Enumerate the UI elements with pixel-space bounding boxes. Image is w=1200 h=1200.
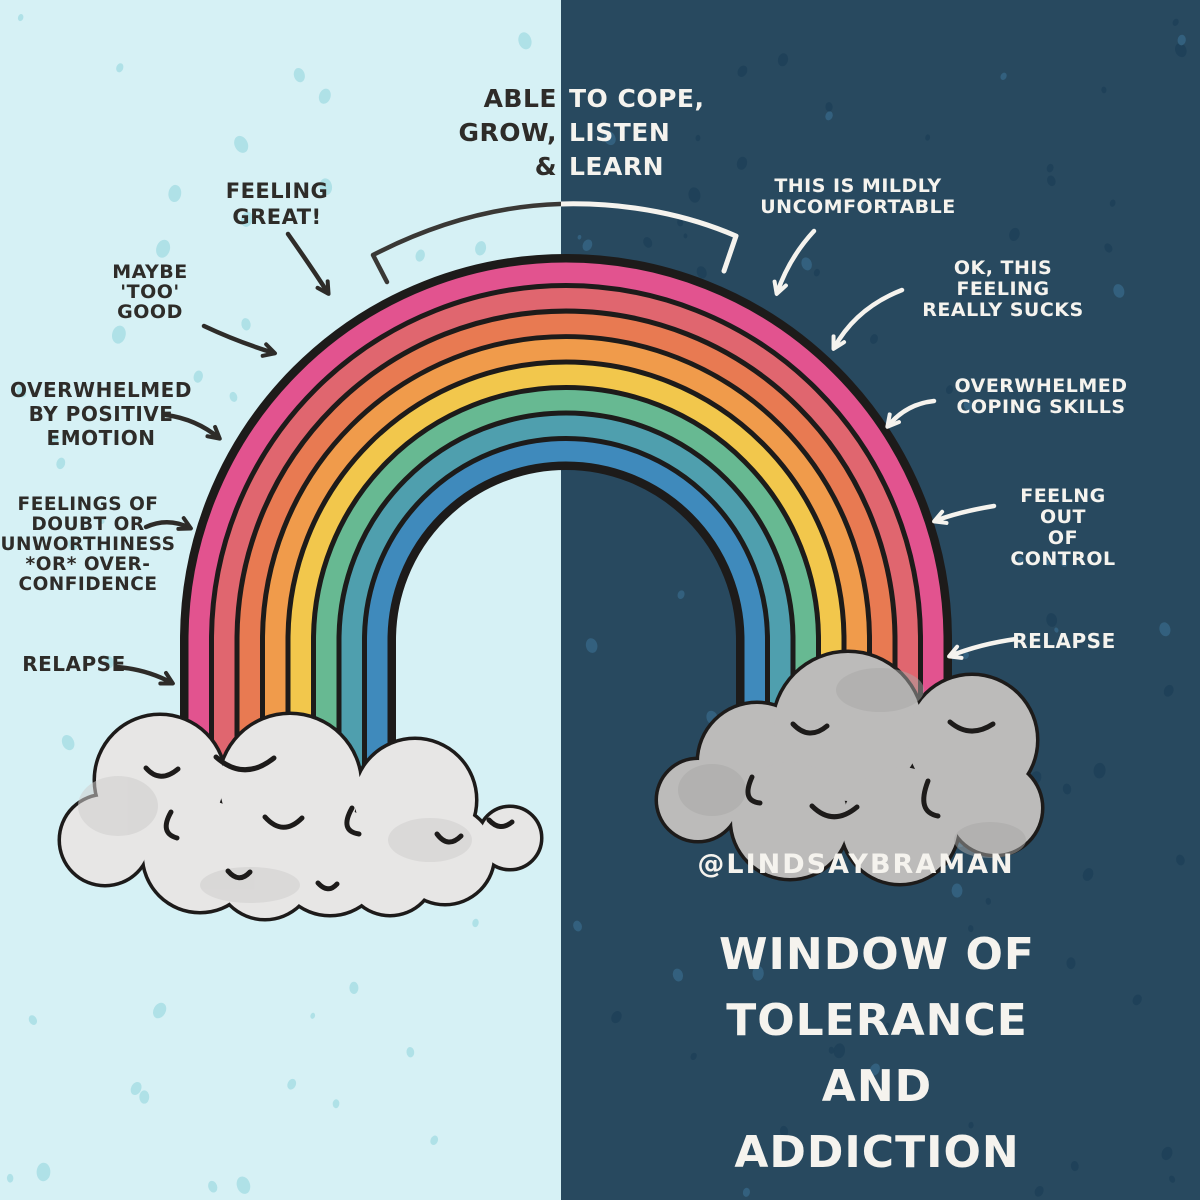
- label-maybe-too-good: MAYBE 'TOO' GOOD: [112, 261, 188, 323]
- rainbow-arch: [180, 254, 952, 775]
- label-able-to-cope-right-part: TO COPE, LISTEN LEARN: [569, 84, 705, 181]
- cloud-right-sleeping-face: [745, 719, 996, 820]
- cloud-left-sleeping-face: [143, 754, 515, 892]
- arrow-really-sucks: [831, 287, 905, 351]
- label-relapse-left: RELAPSE: [22, 652, 126, 676]
- label-feeling-great: FEELING GREAT!: [225, 179, 329, 229]
- label-relapse-right: RELAPSE: [1012, 629, 1116, 653]
- arrow-relapse-left: [113, 664, 175, 686]
- left-annotation-arrows: [113, 231, 331, 686]
- page-title: WINDOW OF TOLERANCE AND ADDICTION: [719, 929, 1035, 1178]
- arrow-overwhelmed-positive: [163, 412, 222, 441]
- label-able-to-cope-left-part: ABLE GROW, &: [458, 84, 557, 181]
- label-feeling-out-of-control: FEELNG OUT OF CONTROL: [1010, 485, 1116, 570]
- cloud-right: [654, 649, 1045, 887]
- arrow-doubt: [143, 516, 193, 531]
- label-overwhelmed-positive-emotion: OVERWHELMED BY POSITIVE EMOTION: [10, 378, 192, 450]
- cloud-left: [57, 711, 544, 922]
- label-mildly-uncomfortable: THIS IS MILDLY UNCOMFORTABLE: [760, 175, 956, 218]
- label-feelings-of-doubt: FEELINGS OF DOUBT OR UNWORTHINESS *OR* O…: [0, 494, 176, 595]
- arrow-out-of-control: [932, 503, 997, 525]
- arrow-mildly-uncomfortable: [772, 228, 817, 296]
- arrow-feeling-great: [285, 231, 331, 296]
- credit-handle: @LINDSAYBRAMAN: [697, 849, 1015, 880]
- right-annotation-arrows: [772, 228, 1019, 660]
- label-feeling-really-sucks: OK, THIS FEELING REALLY SUCKS: [922, 257, 1084, 321]
- label-overwhelmed-coping-skills: OVERWHELMED COPING SKILLS: [954, 375, 1128, 418]
- arrow-coping-skills: [885, 398, 937, 429]
- arrow-relapse-right: [947, 636, 1019, 660]
- tolerance-window-bracket: [370, 201, 739, 285]
- arrow-maybe-too-good: [201, 323, 277, 358]
